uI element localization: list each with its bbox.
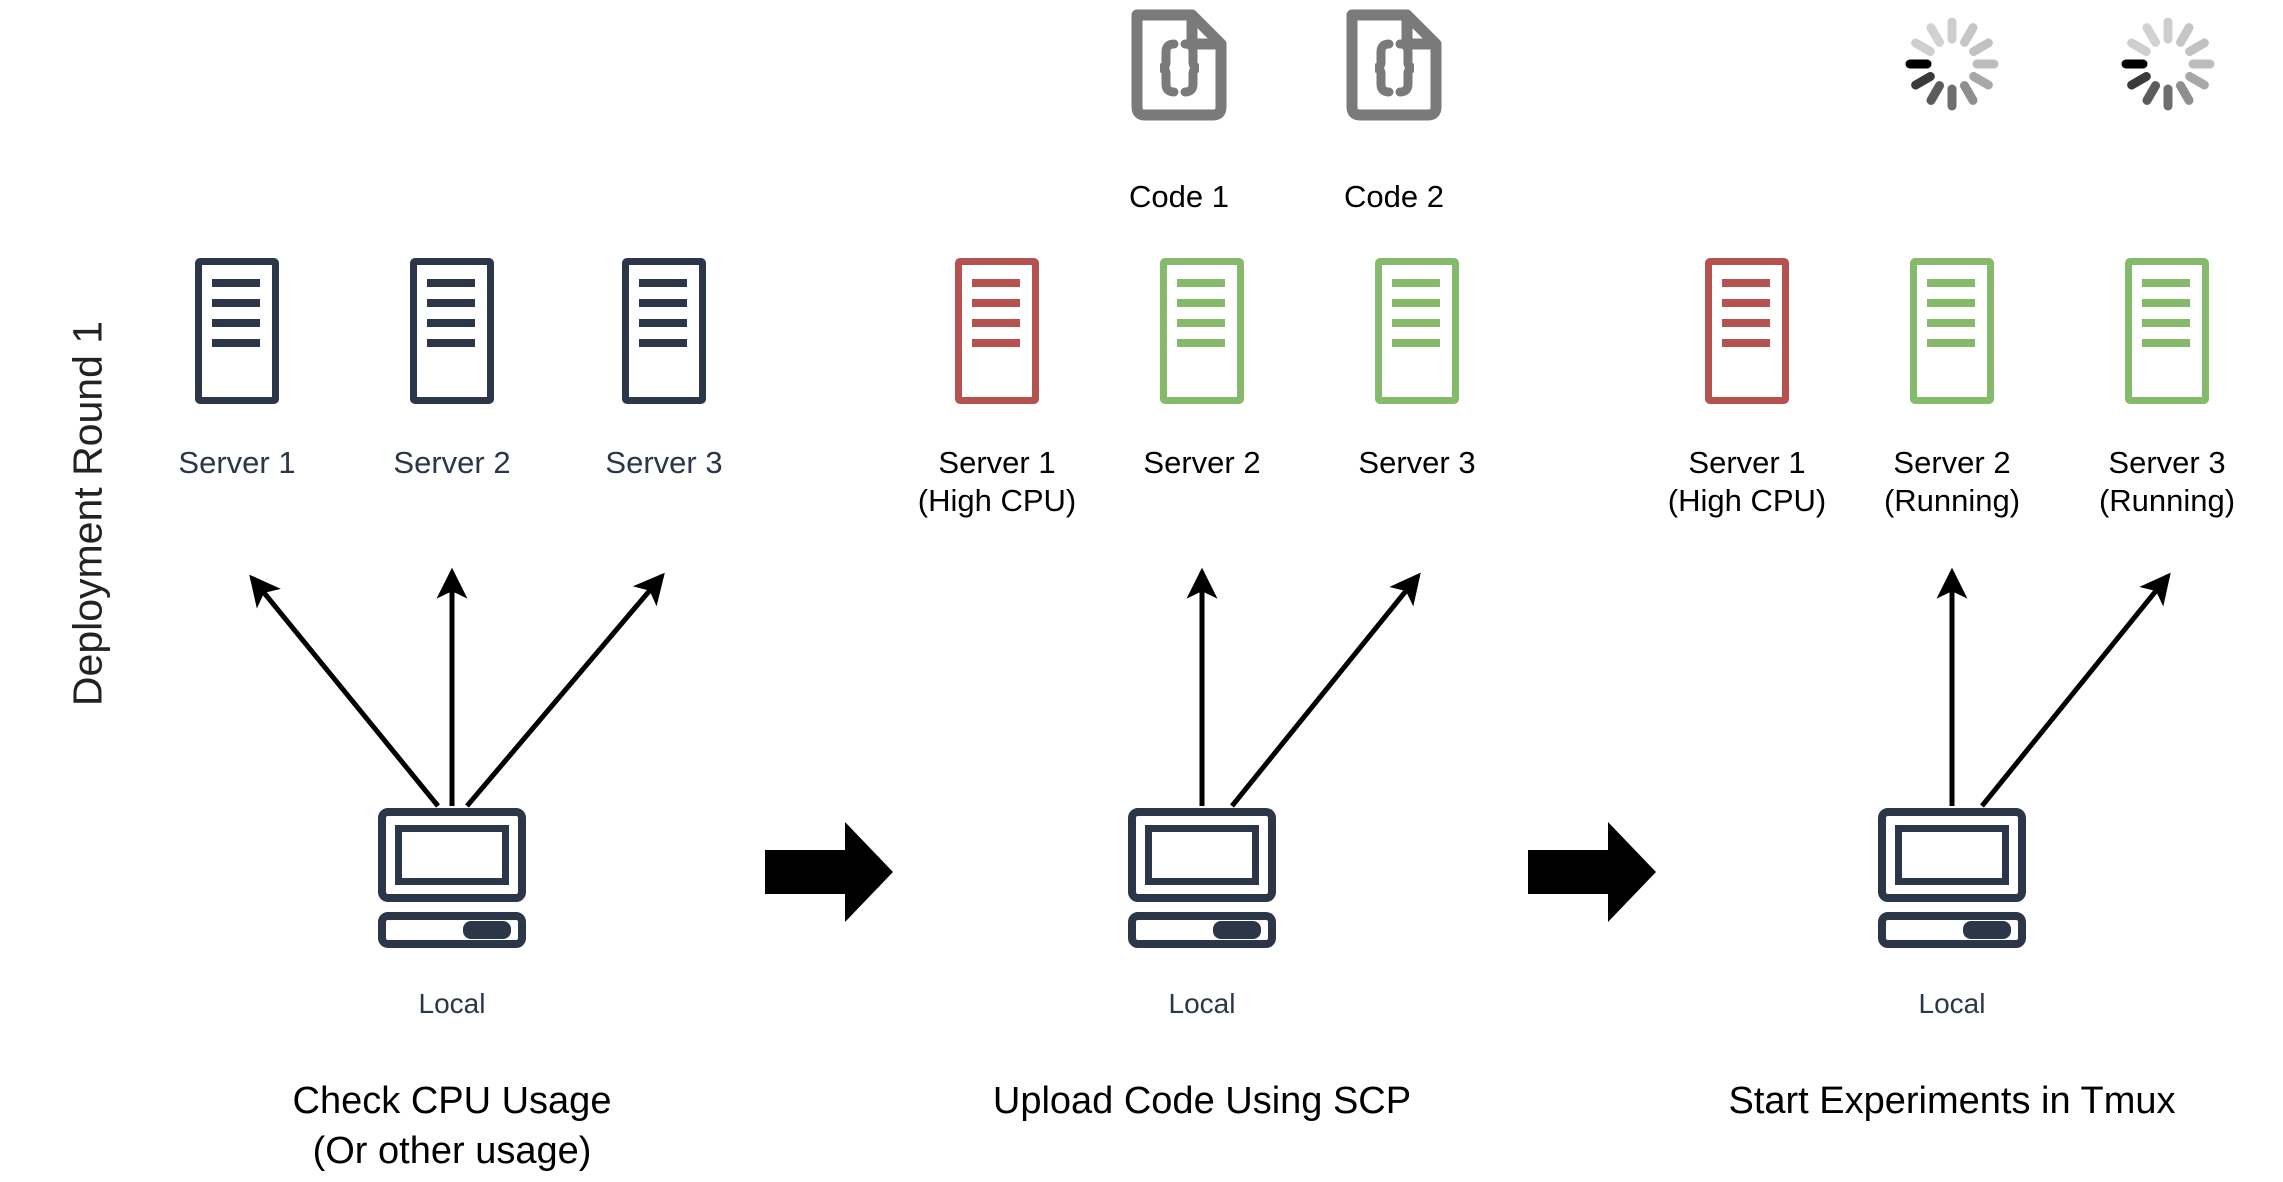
server-icon[interactable] <box>622 258 706 404</box>
computer-icon[interactable] <box>378 808 526 948</box>
server-line <box>1722 339 1770 347</box>
loading-spinner-icon <box>2112 8 2224 120</box>
server-line <box>1722 279 1770 287</box>
server-label: Server 3 <box>605 445 723 480</box>
server-icon[interactable] <box>2125 258 2209 404</box>
server-line <box>1177 299 1225 307</box>
server-icon[interactable] <box>195 258 279 404</box>
server-line <box>639 299 687 307</box>
server-line <box>2142 299 2190 307</box>
server-line <box>1927 299 1975 307</box>
panel-caption: Start Experiments in Tmux <box>1728 1080 2176 1122</box>
computer-base <box>1878 912 2026 948</box>
server-label: Server 1 (High CPU) <box>1667 445 1827 518</box>
server-line <box>427 279 475 287</box>
server-line <box>2142 339 2190 347</box>
server-line <box>639 319 687 327</box>
server-line <box>1392 299 1440 307</box>
panel-caption: Check CPU Usage (Or other usage) <box>292 1080 612 1172</box>
code-file-icon[interactable] <box>1128 6 1230 124</box>
server-line <box>639 279 687 287</box>
panel-caption: Upload Code Using SCP <box>992 1080 1412 1122</box>
local-label: Local <box>418 988 486 1019</box>
right-arrow-icon <box>1528 822 1656 922</box>
server-label: Server 3 (Running) <box>2098 445 2236 518</box>
local-label: Local <box>1168 988 1236 1019</box>
server-body <box>410 258 494 404</box>
server-label: Server 2 <box>393 445 511 480</box>
server-icon[interactable] <box>1160 258 1244 404</box>
server-line <box>427 319 475 327</box>
server-icon[interactable] <box>955 258 1039 404</box>
monitor-screen <box>1895 825 2009 885</box>
computer-icon[interactable] <box>1878 808 2026 948</box>
server-line <box>427 299 475 307</box>
local-label: Local <box>1918 988 1986 1019</box>
server-line <box>212 279 260 287</box>
server-icon[interactable] <box>1910 258 1994 404</box>
arrow-to-server-1 <box>249 574 440 808</box>
code-file-icon[interactable] <box>1343 6 1445 124</box>
server-line <box>212 299 260 307</box>
arrow-to-server-3 <box>1980 572 2171 808</box>
server-line <box>212 339 260 347</box>
code-file-label: Code 2 <box>1344 179 1444 214</box>
computer-icon[interactable] <box>1128 808 1276 948</box>
server-line <box>972 279 1020 287</box>
server-line <box>1177 319 1225 327</box>
server-line <box>1177 339 1225 347</box>
server-line <box>1392 279 1440 287</box>
arrow-to-server-3 <box>465 572 665 808</box>
server-line <box>972 299 1020 307</box>
server-line <box>1722 299 1770 307</box>
server-body <box>2125 258 2209 404</box>
server-line <box>639 339 687 347</box>
server-line <box>972 319 1020 327</box>
server-icon[interactable] <box>410 258 494 404</box>
server-line <box>212 319 260 327</box>
server-label: Server 2 (Running) <box>1883 445 2021 518</box>
server-line <box>2142 319 2190 327</box>
code-file-label: Code 1 <box>1129 179 1229 214</box>
server-line <box>1392 339 1440 347</box>
server-line <box>1927 279 1975 287</box>
server-line <box>1927 339 1975 347</box>
deployment-round-label: Deployment Round 1 <box>64 320 111 707</box>
monitor-screen <box>395 825 509 885</box>
monitor-screen <box>1145 825 1259 885</box>
right-arrow-icon <box>765 822 893 922</box>
drive-slot <box>463 921 511 939</box>
loading-spinner-icon <box>1896 8 2008 120</box>
server-line <box>427 339 475 347</box>
server-line <box>2142 279 2190 287</box>
server-line <box>1927 319 1975 327</box>
server-label: Server 1 <box>178 445 296 480</box>
server-line <box>1177 279 1225 287</box>
server-line <box>1392 319 1440 327</box>
drive-slot <box>1963 921 2011 939</box>
server-line <box>972 339 1020 347</box>
server-icon[interactable] <box>1705 258 1789 404</box>
server-label: Server 3 <box>1358 445 1476 480</box>
server-label: Server 2 <box>1143 445 1261 480</box>
drive-slot <box>1213 921 1261 939</box>
server-icon[interactable] <box>1375 258 1459 404</box>
server-label: Server 1 (High CPU) <box>917 445 1077 518</box>
arrow-to-server-3 <box>1230 572 1421 808</box>
server-line <box>1722 319 1770 327</box>
